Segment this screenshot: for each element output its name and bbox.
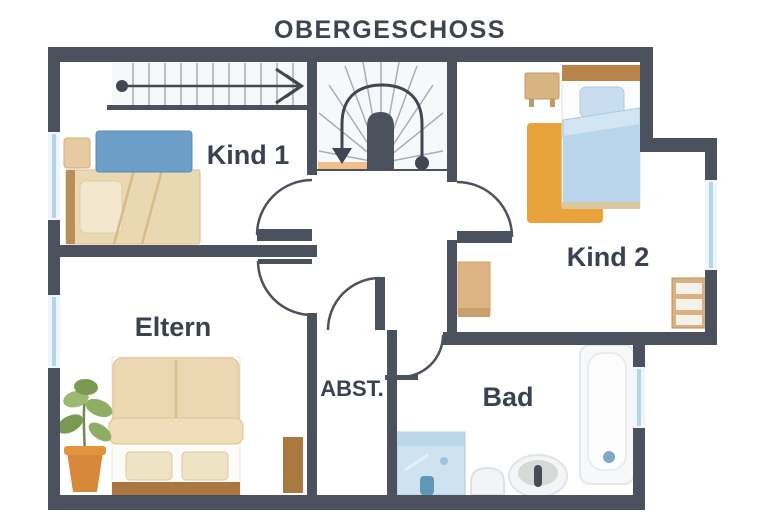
eltern-pillow-left bbox=[125, 451, 173, 481]
kind1-pillow bbox=[79, 180, 123, 234]
vanity-drain bbox=[440, 457, 448, 465]
plant-pot bbox=[67, 452, 103, 492]
wall-stairs-divider bbox=[307, 62, 317, 175]
abst-door-leaf bbox=[375, 277, 385, 330]
kind2-door-leaf bbox=[457, 231, 512, 243]
page-title: OBERGESCHOSS bbox=[274, 16, 506, 44]
stair-landing-strip bbox=[318, 162, 367, 170]
kind2-desk-shadow bbox=[458, 308, 490, 317]
wall-kind2-ne bbox=[640, 47, 653, 152]
kind2-blanket bbox=[563, 124, 640, 203]
room-label-bad: Bad bbox=[482, 382, 533, 412]
eltern-wardrobe bbox=[283, 437, 303, 493]
wall-exterior-top bbox=[48, 47, 653, 62]
wall-abst-left bbox=[307, 313, 317, 495]
room-label-abst: ABST. bbox=[320, 376, 384, 401]
room-label-kind1: Kind 1 bbox=[207, 140, 290, 170]
window-bad-east bbox=[633, 367, 645, 428]
eltern-bed-headboard bbox=[112, 482, 240, 495]
bathtub-inner bbox=[587, 352, 627, 471]
kind1-door-leaf bbox=[257, 229, 312, 241]
kind2-bed-foot bbox=[562, 202, 640, 209]
room-label-eltern: Eltern bbox=[135, 312, 212, 342]
bathtub-drain bbox=[603, 451, 615, 463]
bad-fixtures bbox=[396, 344, 635, 498]
walls bbox=[48, 47, 717, 510]
eltern-door-leaf bbox=[258, 259, 312, 264]
room-label-kind2: Kind 2 bbox=[567, 242, 650, 272]
straight-stairs-treads bbox=[132, 63, 294, 106]
window-kind2-east bbox=[705, 180, 717, 270]
kind2-furniture bbox=[457, 65, 707, 329]
kind1-furniture bbox=[63, 130, 201, 245]
windows bbox=[48, 132, 717, 428]
toilet bbox=[470, 466, 505, 496]
kind2-desk bbox=[457, 261, 491, 315]
wall-exterior-bottom bbox=[48, 495, 645, 510]
stairs-down-arrow-icon bbox=[332, 83, 429, 170]
vanity-handle bbox=[420, 476, 434, 495]
wall-abst-right bbox=[387, 330, 397, 495]
kind1-door-arc bbox=[255, 178, 313, 236]
eltern-door-arc bbox=[256, 260, 313, 317]
eltern-pillow-right bbox=[181, 451, 229, 481]
sink-tap bbox=[534, 465, 542, 487]
wall-kind2-bad bbox=[443, 332, 717, 345]
stair-newel bbox=[367, 112, 394, 170]
kind2-door-arc bbox=[456, 180, 514, 238]
eltern-duvet-band bbox=[108, 417, 244, 445]
wall-kind1-eltern bbox=[56, 245, 317, 257]
doors bbox=[255, 178, 514, 380]
kind2-nightstand bbox=[524, 72, 560, 100]
straight-stairs-edge bbox=[107, 105, 310, 110]
kind1-headboard bbox=[95, 130, 193, 173]
stairs-up-arrow-icon bbox=[116, 67, 305, 105]
window-kind1-west bbox=[48, 132, 60, 220]
wall-hall-kind2 bbox=[447, 240, 457, 332]
abst-door-arc bbox=[326, 276, 381, 331]
kind1-nightstand bbox=[63, 137, 91, 169]
wall-kind2-step bbox=[640, 138, 717, 152]
plant-icon bbox=[57, 378, 113, 492]
wall-winder-right bbox=[447, 62, 457, 182]
kind1-bed-edge bbox=[66, 170, 75, 244]
window-eltern-west bbox=[48, 295, 60, 368]
eltern-furniture bbox=[57, 356, 303, 496]
kind2-bed-headboard bbox=[562, 65, 640, 81]
wall-exterior-left bbox=[48, 47, 60, 510]
bad-door-arc bbox=[399, 334, 445, 379]
